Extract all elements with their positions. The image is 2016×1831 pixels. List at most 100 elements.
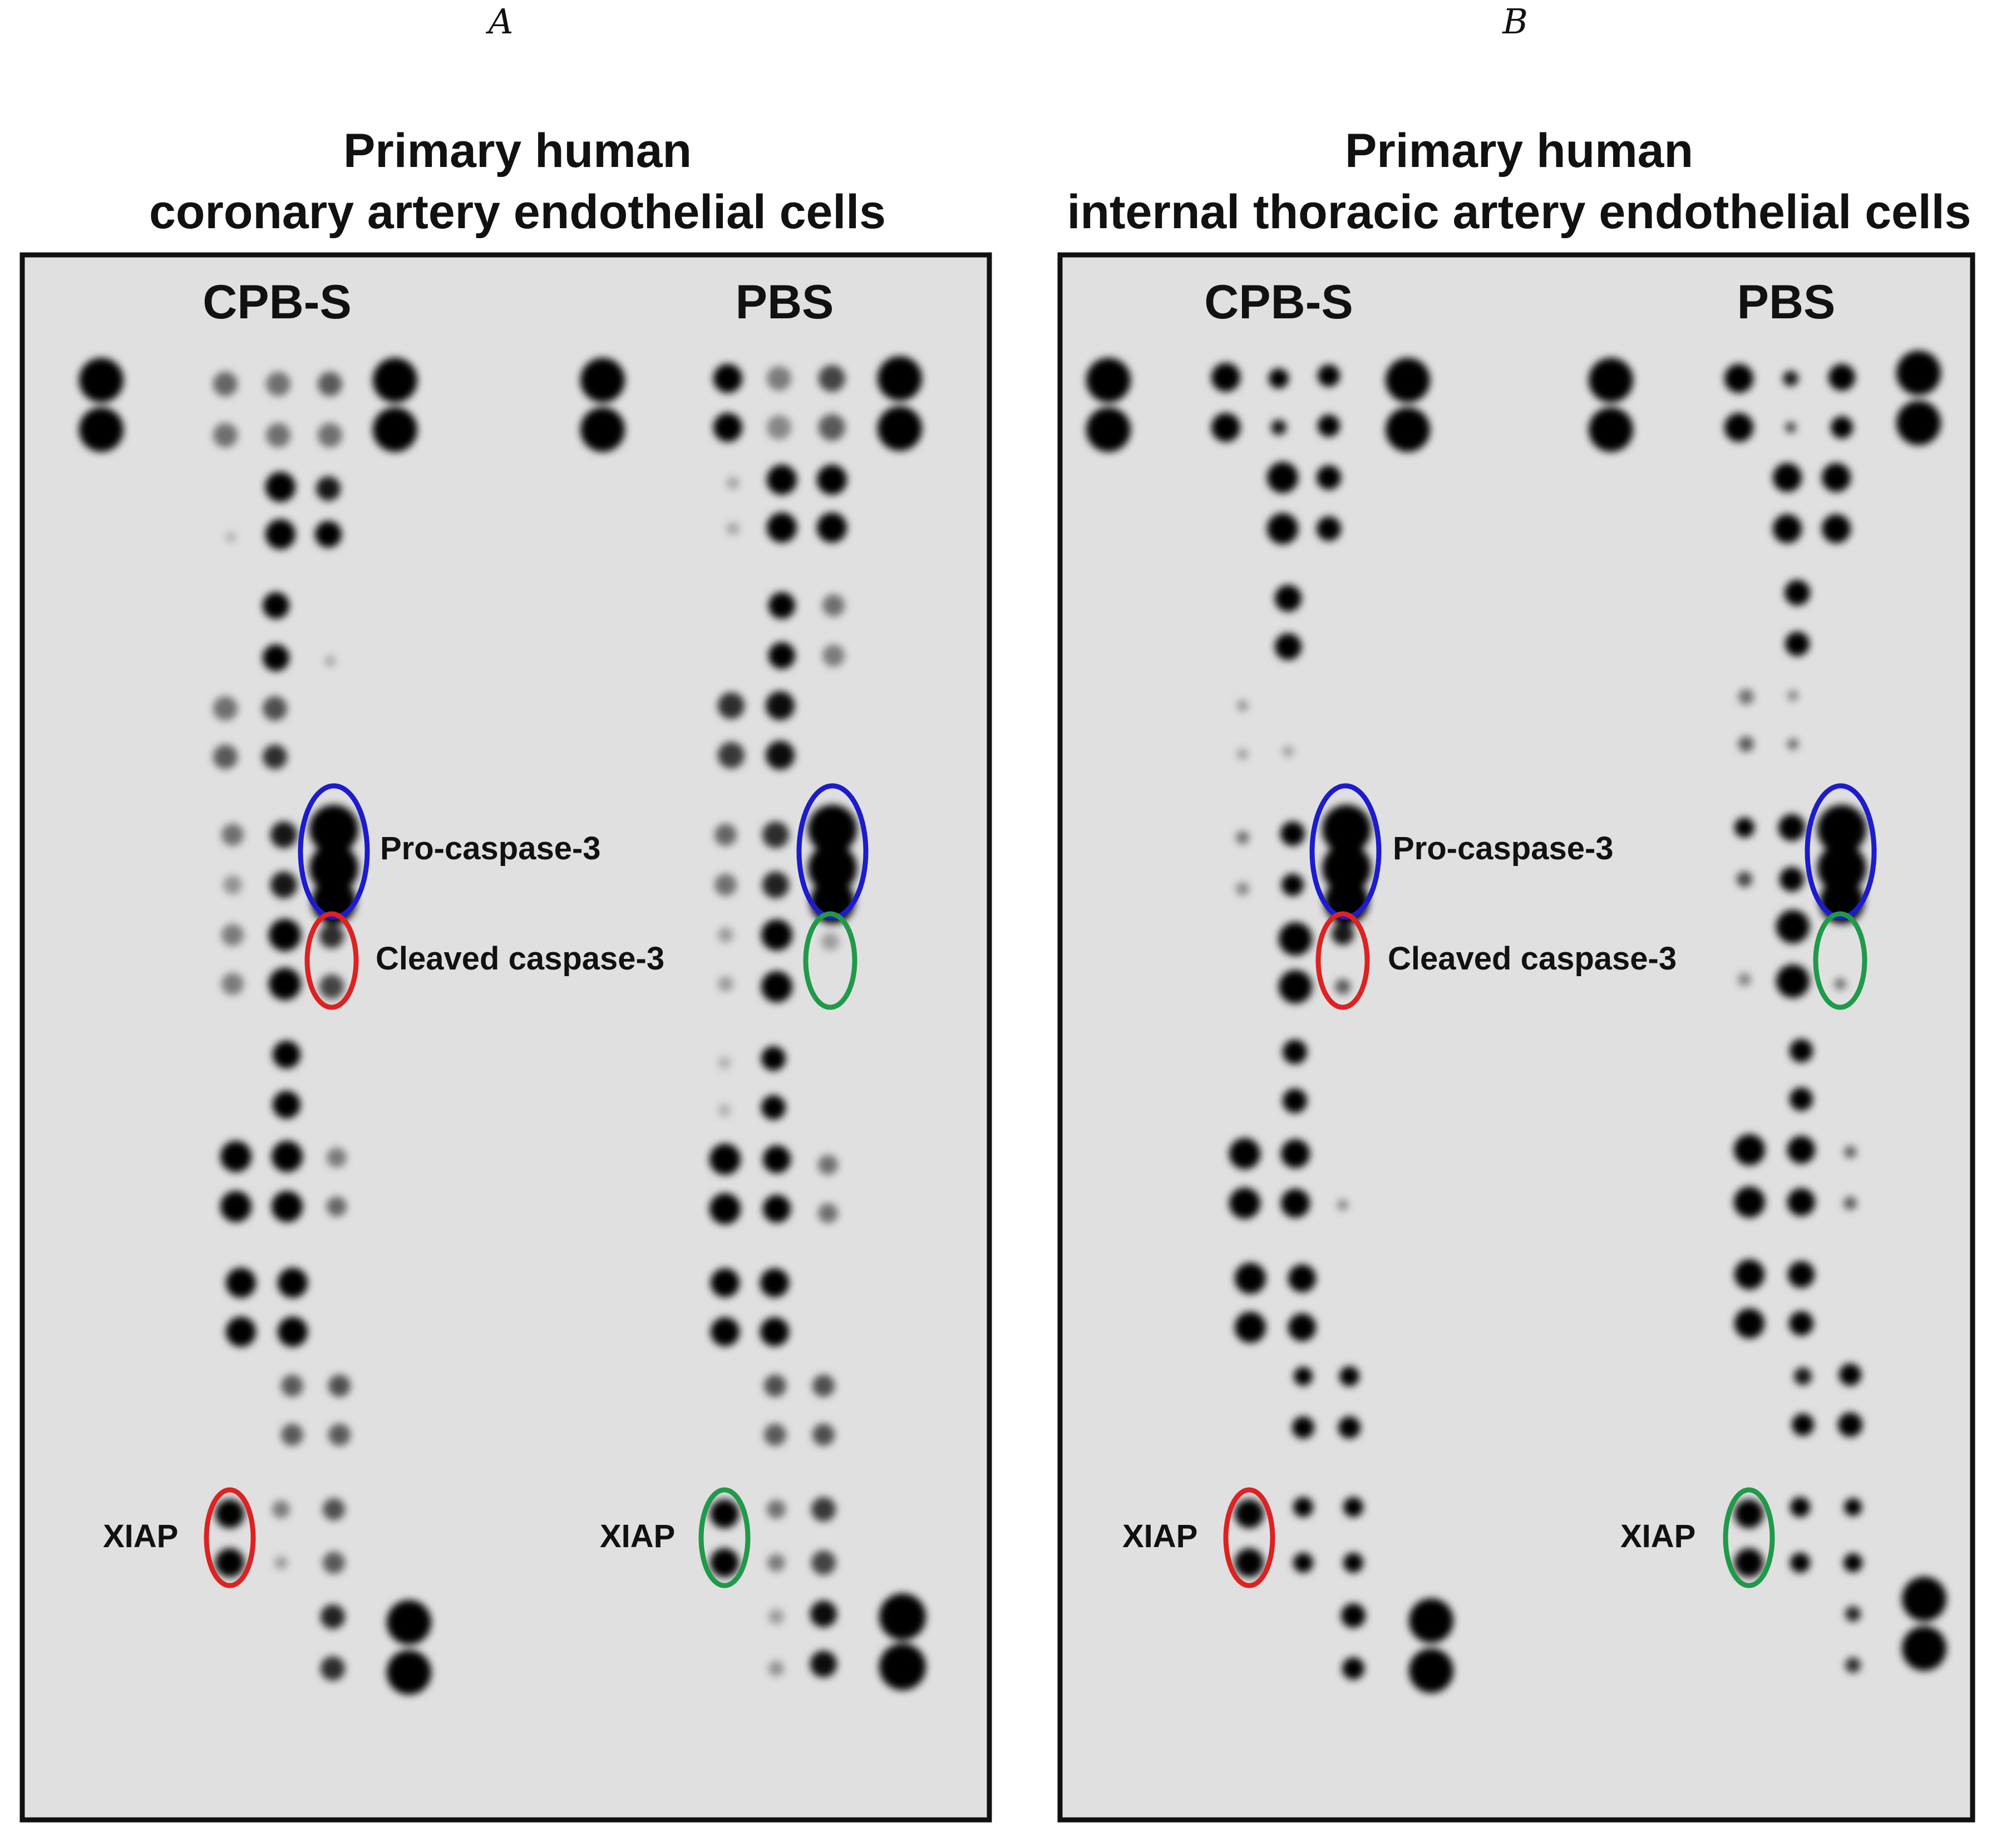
blot-spot [1318, 365, 1340, 387]
blot-spot [1789, 1311, 1813, 1336]
blot-spot [812, 1375, 835, 1397]
blot-spot [1780, 867, 1804, 892]
blot-spot [1734, 1308, 1764, 1338]
blot-spot [1322, 844, 1371, 893]
blot-spot [1229, 1188, 1260, 1219]
blot-spot [281, 1375, 303, 1397]
blot-spot [767, 366, 791, 391]
panel-a-title-line1: Primary human [343, 124, 692, 178]
blot-spot [272, 1141, 303, 1172]
blot-spot [223, 875, 242, 894]
blot-spot [1778, 814, 1805, 841]
blot-spot [1318, 415, 1340, 437]
blot-spot [818, 1155, 838, 1175]
blot-spot [1409, 1648, 1453, 1693]
blot-spot [718, 927, 733, 943]
blot-spot [323, 1552, 345, 1574]
blot-spot [1281, 1189, 1310, 1218]
panel-a-cpbs-xiap-label: XIAP [103, 1518, 178, 1554]
blot-spot [761, 1046, 786, 1071]
blot-spot [763, 1145, 791, 1173]
blot-spot [580, 407, 625, 452]
blot-spot [1734, 1499, 1763, 1528]
blot-spot [79, 358, 124, 402]
blot-spot [1790, 1553, 1810, 1573]
blot-spot [1338, 1416, 1361, 1439]
blot-spot [762, 872, 789, 898]
blot-spot [225, 531, 236, 543]
blot-spot [764, 1424, 786, 1446]
blot-spot [1790, 1497, 1810, 1517]
blot-spot [767, 513, 797, 543]
blot-spot [764, 1375, 786, 1397]
blot-spot [263, 592, 289, 619]
blot-spot [1738, 973, 1751, 986]
blot-spot [818, 1203, 838, 1223]
panel-b-cpbs-cleaved-caspase-circle [1315, 911, 1370, 1010]
blot-spot [1787, 690, 1798, 701]
blot-spot [213, 696, 238, 721]
blot-spot [328, 1424, 351, 1446]
blot-spot [1828, 364, 1855, 391]
blot-spot [1831, 416, 1853, 439]
blot-spot [1288, 1264, 1316, 1292]
blot-spot [761, 971, 792, 1002]
blot-spot [766, 691, 795, 720]
blot-spot [1269, 368, 1289, 388]
blot-spot [768, 1661, 784, 1676]
blot-spot [274, 1556, 288, 1569]
blot-spot [810, 1651, 837, 1677]
blot-spot [1237, 749, 1248, 760]
blot-spot [1279, 970, 1312, 1003]
blot-spot [1235, 1263, 1266, 1294]
panel-b-spot-array [1086, 351, 1946, 1693]
blot-spot [714, 824, 737, 846]
blot-spot [713, 364, 742, 393]
panel-a-pbs-xiap-label: XIAP [600, 1518, 675, 1554]
blot-spot [1734, 818, 1754, 838]
panel-b-pbs-xiap-label: XIAP [1620, 1518, 1695, 1554]
blot-spot [1787, 1136, 1815, 1164]
blot-spot [316, 476, 341, 501]
blot-spot [270, 821, 297, 848]
blot-spot [1271, 420, 1287, 435]
blot-spot [309, 805, 358, 854]
blot-spot [762, 821, 789, 848]
blot-spot [273, 1091, 300, 1119]
blot-spot [319, 924, 344, 948]
blot-spot [263, 745, 287, 769]
blot-spot [811, 1551, 836, 1575]
panel-a-pro-caspase-label: Pro-caspase-3 [380, 830, 601, 867]
panel-letter-a: A [486, 1, 514, 42]
panel-a-cpbs-pro-caspase-circle [298, 783, 370, 920]
blot-spot [1773, 514, 1802, 543]
panel-b-title-line2: internal thoracic artery endothelial cel… [1067, 185, 1971, 239]
blot-spot [718, 1104, 731, 1117]
blot-spot [817, 465, 847, 495]
blot-spot [1788, 1261, 1815, 1288]
blot-spot [1783, 371, 1798, 386]
blot-spot [822, 644, 845, 667]
panel-a-label-cpbs: CPB-S [203, 275, 352, 329]
blot-spot [822, 594, 845, 617]
panel-a-cpbs-cleaved-caspase-circle [304, 911, 359, 1010]
blot-spot [1794, 1367, 1812, 1385]
blot-spot [79, 407, 124, 452]
blot-spot [767, 1554, 785, 1572]
blot-spot [266, 423, 290, 447]
blot-spot [269, 919, 301, 951]
blot-spot [1267, 462, 1298, 493]
blot-spot [1211, 363, 1240, 392]
blot-spot [768, 642, 795, 669]
blot-spot [272, 1191, 303, 1222]
blot-spot [226, 1317, 256, 1347]
blot-spot [718, 692, 745, 719]
panel-a-pbs-cleaved-caspase-circle [803, 911, 857, 1010]
blot-spot [324, 656, 336, 667]
blot-spot [1896, 351, 1941, 395]
blot-spot [1896, 401, 1941, 445]
blot-spot [221, 824, 244, 846]
blot-spot [1790, 1087, 1813, 1111]
blot-spot [767, 415, 791, 440]
blot-spot [1737, 872, 1752, 887]
